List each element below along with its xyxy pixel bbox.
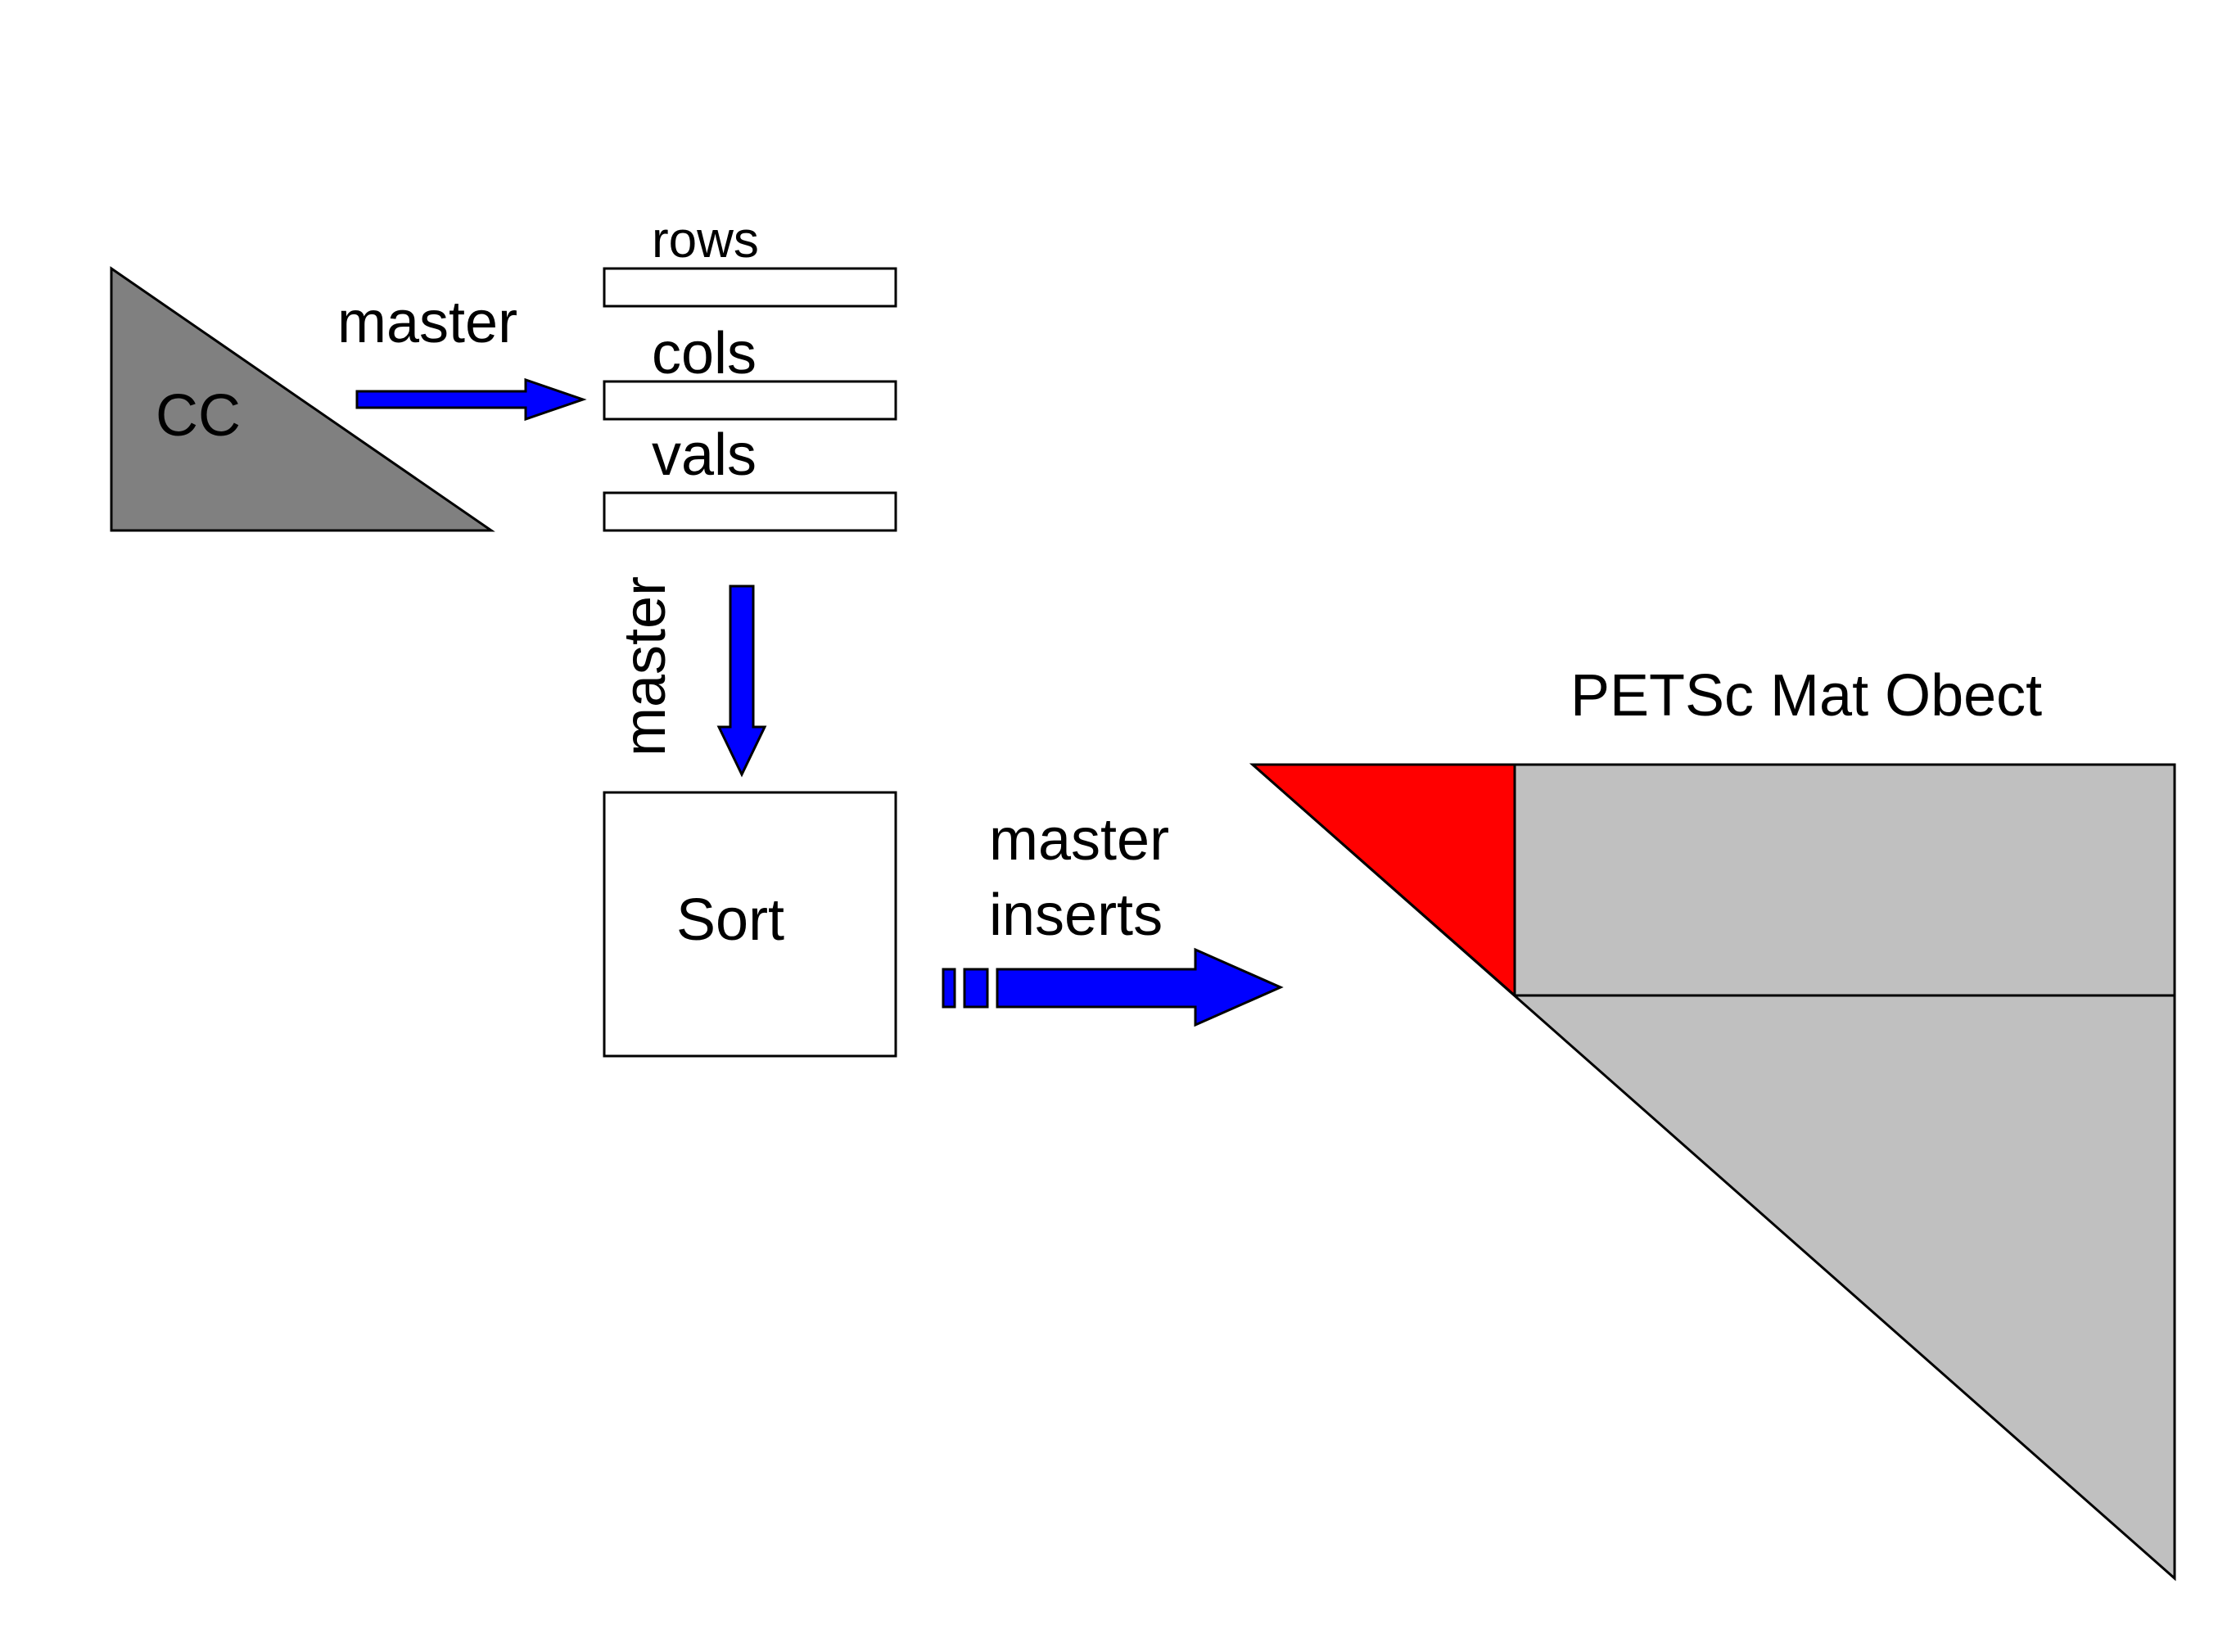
rows-array [603,267,897,308]
cc-triangle [110,266,495,532]
cc-label: CC [156,383,241,449]
master-inserts-arrow [942,947,1284,1027]
vals-label: vals [652,422,757,488]
master-label-vertical: master [612,576,678,756]
master-inserts-label-line2: inserts [989,882,1163,948]
vals-array [603,491,897,532]
petsc-mat-title: PETSc Mat Obect [1570,663,2042,729]
master-arrow-right [355,377,587,422]
master-inserts-label-line1: master [989,807,1169,873]
master-arrow-down [716,585,767,778]
matrix-local-block [1249,763,1516,999]
sort-label: Sort [676,887,784,953]
master-label-top: master [337,290,517,355]
rows-label: rows [652,212,759,269]
sort-box [603,791,897,1058]
cols-label: cols [652,321,757,386]
cols-array [603,380,897,421]
petsc-matrix [1249,763,2176,1582]
